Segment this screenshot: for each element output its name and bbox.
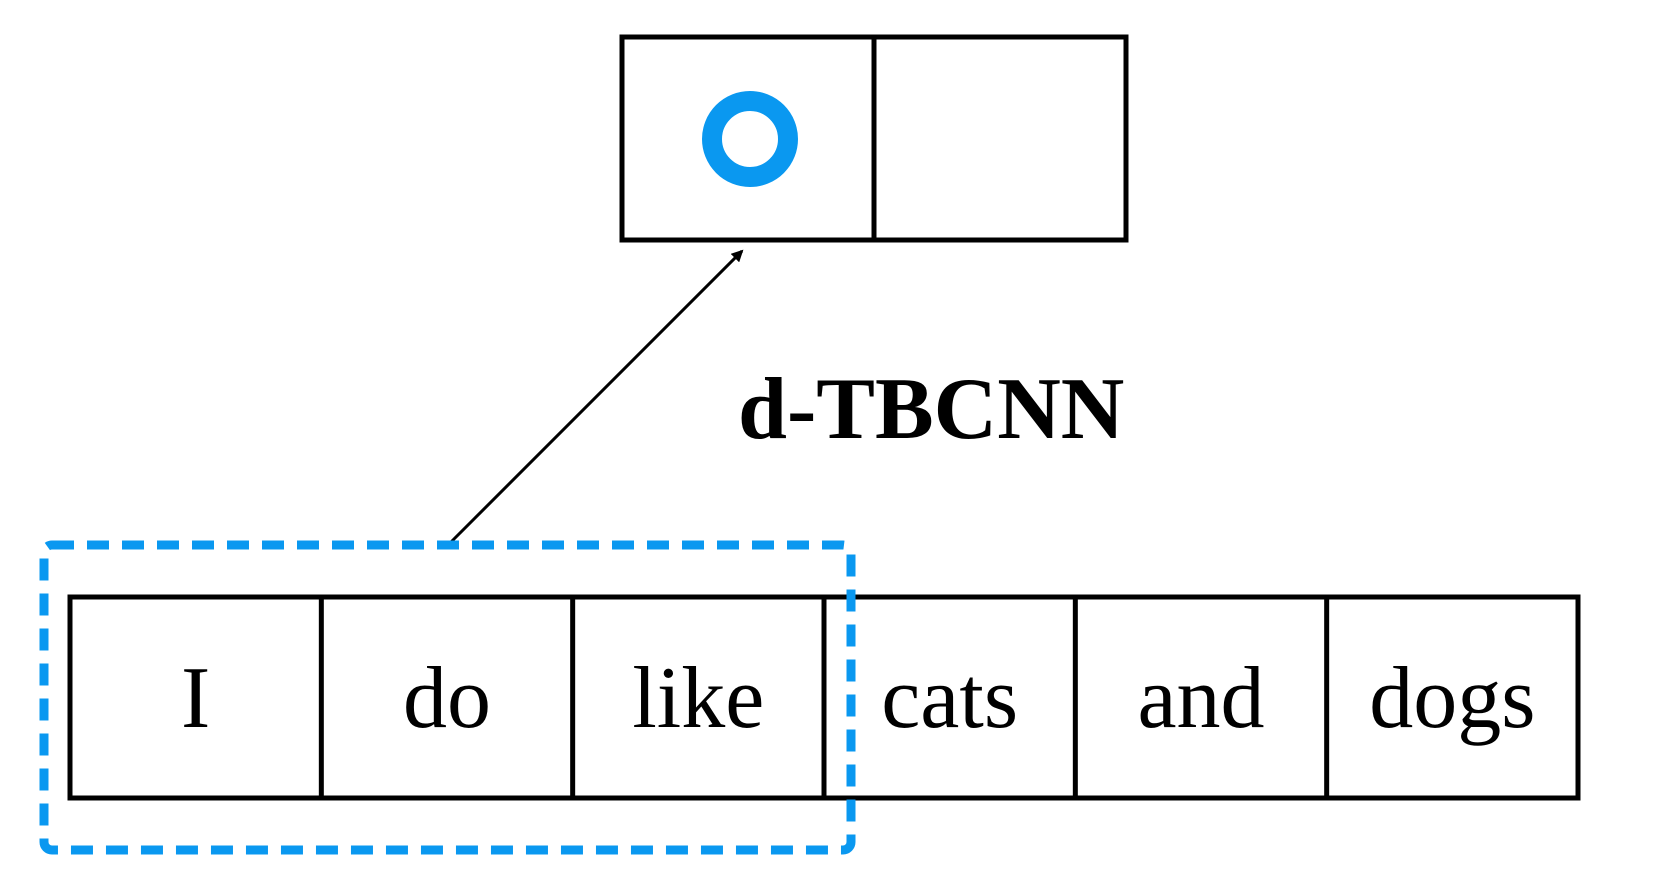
output-vector: [619, 34, 1129, 243]
word-cell-do: do: [403, 650, 491, 747]
convolution-arrow: [446, 249, 744, 547]
word-cell-cats: cats: [881, 650, 1018, 747]
model-label: d-TBCNN: [738, 361, 1124, 458]
word-cell-i: I: [181, 650, 210, 747]
word-cell-dogs: dogs: [1369, 650, 1535, 747]
word-cell-and: and: [1137, 650, 1264, 747]
sliding-window-highlight: [39, 540, 856, 855]
word-dividers: [318, 597, 1330, 798]
output-feature-circle-icon: [702, 91, 798, 187]
word-cell-like: like: [632, 650, 764, 747]
